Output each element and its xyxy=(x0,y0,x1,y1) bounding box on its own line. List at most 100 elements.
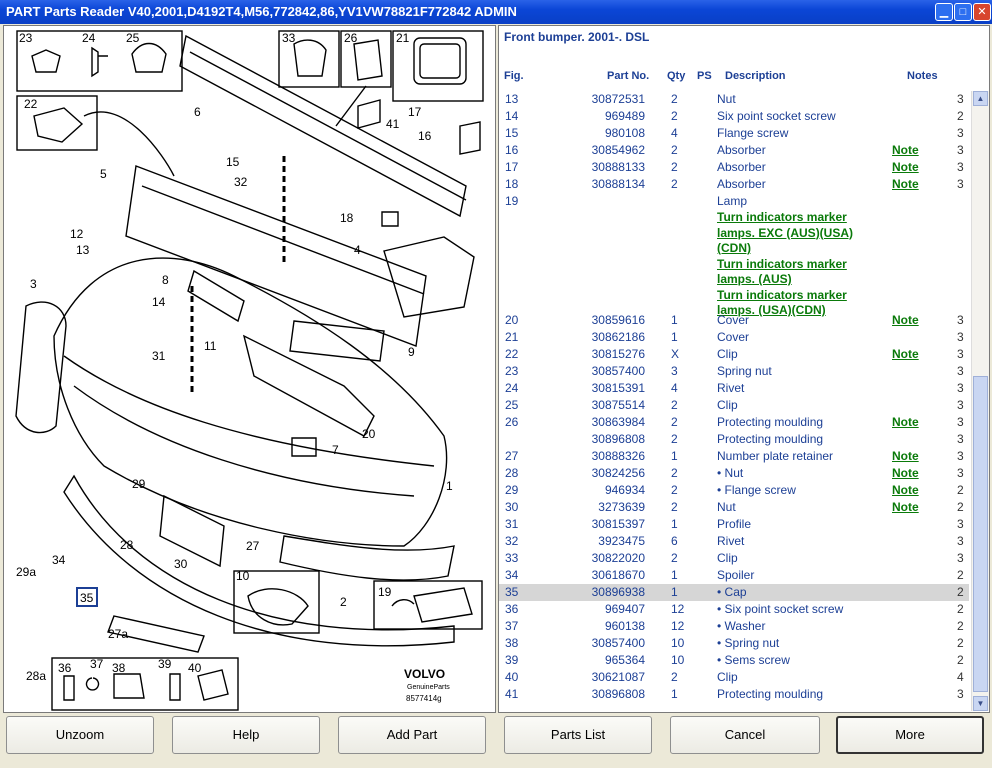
callout-8[interactable]: 8 xyxy=(162,273,169,287)
list-scrollbar[interactable]: ▲ ▼ xyxy=(971,91,989,711)
note-link[interactable]: Note xyxy=(892,177,919,191)
parts-list-pane[interactable]: Front bumper. 2001-. DSL Fig. Part No. Q… xyxy=(498,25,990,713)
variant-link[interactable]: Turn indicators marker xyxy=(717,287,847,302)
scroll-down-arrow[interactable]: ▼ xyxy=(973,696,988,711)
callout-1[interactable]: 1 xyxy=(446,479,453,493)
callout-12[interactable]: 12 xyxy=(70,227,84,241)
more-button[interactable]: More xyxy=(836,716,984,754)
callout-18[interactable]: 18 xyxy=(340,211,354,225)
note-link[interactable]: Note xyxy=(892,160,919,174)
callout-28[interactable]: 28 xyxy=(120,538,134,552)
callout-19[interactable]: 19 xyxy=(378,585,392,599)
callout-27a[interactable]: 27a xyxy=(108,627,128,641)
variant-link[interactable]: Turn indicators marker xyxy=(717,210,847,224)
callout-23[interactable]: 23 xyxy=(19,31,33,45)
callout-14[interactable]: 14 xyxy=(152,295,166,309)
callout-6[interactable]: 6 xyxy=(194,105,201,119)
note-link[interactable]: Note xyxy=(892,143,919,157)
callout-2[interactable]: 2 xyxy=(340,595,347,609)
help-button[interactable]: Help xyxy=(172,716,320,754)
variant-link[interactable]: lamps. (USA)(CDN) xyxy=(717,303,826,317)
scroll-up-arrow[interactable]: ▲ xyxy=(973,91,988,106)
callout-24[interactable]: 24 xyxy=(82,31,96,45)
parts-list-button[interactable]: Parts List xyxy=(504,716,652,754)
callout-36[interactable]: 36 xyxy=(58,661,72,675)
variant-link[interactable]: lamps. EXC (AUS)(USA) xyxy=(717,225,854,240)
callout-13[interactable]: 13 xyxy=(76,243,90,257)
note-link[interactable]: Note xyxy=(892,466,919,480)
add-part-button[interactable]: Add Part xyxy=(338,716,486,754)
callout-38[interactable]: 38 xyxy=(112,661,126,675)
note-link[interactable]: Note xyxy=(892,313,919,327)
callout-17[interactable]: 17 xyxy=(408,105,422,119)
callout-33[interactable]: 33 xyxy=(282,31,296,45)
callout-15[interactable]: 15 xyxy=(226,155,240,169)
callout-10[interactable]: 10 xyxy=(236,569,250,583)
callout-4[interactable]: 4 xyxy=(354,243,361,257)
callout-16[interactable]: 16 xyxy=(418,129,432,143)
callout-22[interactable]: 22 xyxy=(24,97,38,111)
callout-32[interactable]: 32 xyxy=(234,175,248,189)
note-link[interactable]: Note xyxy=(892,415,919,429)
cancel-button[interactable]: Cancel xyxy=(670,716,820,754)
note-link[interactable]: Note xyxy=(892,483,919,497)
callout-25[interactable]: 25 xyxy=(126,31,140,45)
minimize-button[interactable]: ▁ xyxy=(935,3,953,21)
callout-27[interactable]: 27 xyxy=(246,539,260,553)
unzoom-button[interactable]: Unzoom xyxy=(6,716,154,754)
callout-35[interactable]: 35 xyxy=(80,591,94,605)
note-link[interactable]: Note xyxy=(892,449,919,463)
callout-11[interactable]: 11 xyxy=(204,339,217,353)
callout-30[interactable]: 30 xyxy=(174,557,188,571)
variant-link[interactable]: Turn indicators marker xyxy=(717,256,847,271)
callout-26[interactable]: 26 xyxy=(344,31,358,45)
callout-5[interactable]: 5 xyxy=(100,167,107,181)
callout-3[interactable]: 3 xyxy=(30,277,37,291)
callout-21[interactable]: 21 xyxy=(396,31,410,45)
note-link[interactable]: Note xyxy=(892,347,919,361)
callout-29[interactable]: 29 xyxy=(132,477,146,491)
scroll-thumb[interactable] xyxy=(973,376,988,692)
callout-34[interactable]: 34 xyxy=(52,553,66,567)
callout-20[interactable]: 20 xyxy=(362,427,376,441)
note-link[interactable]: Note xyxy=(892,500,919,514)
callout-39[interactable]: 39 xyxy=(158,657,172,671)
variant-link[interactable]: lamps. (AUS) xyxy=(717,272,792,286)
callout-31[interactable]: 31 xyxy=(152,349,166,363)
callout-37[interactable]: 37 xyxy=(90,657,104,671)
callout-7[interactable]: 7 xyxy=(332,443,339,457)
close-button[interactable]: ✕ xyxy=(973,3,991,21)
callout-28a[interactable]: 28a xyxy=(26,669,46,683)
callout-9[interactable]: 9 xyxy=(408,345,415,359)
callout-29a[interactable]: 29a xyxy=(16,565,36,579)
